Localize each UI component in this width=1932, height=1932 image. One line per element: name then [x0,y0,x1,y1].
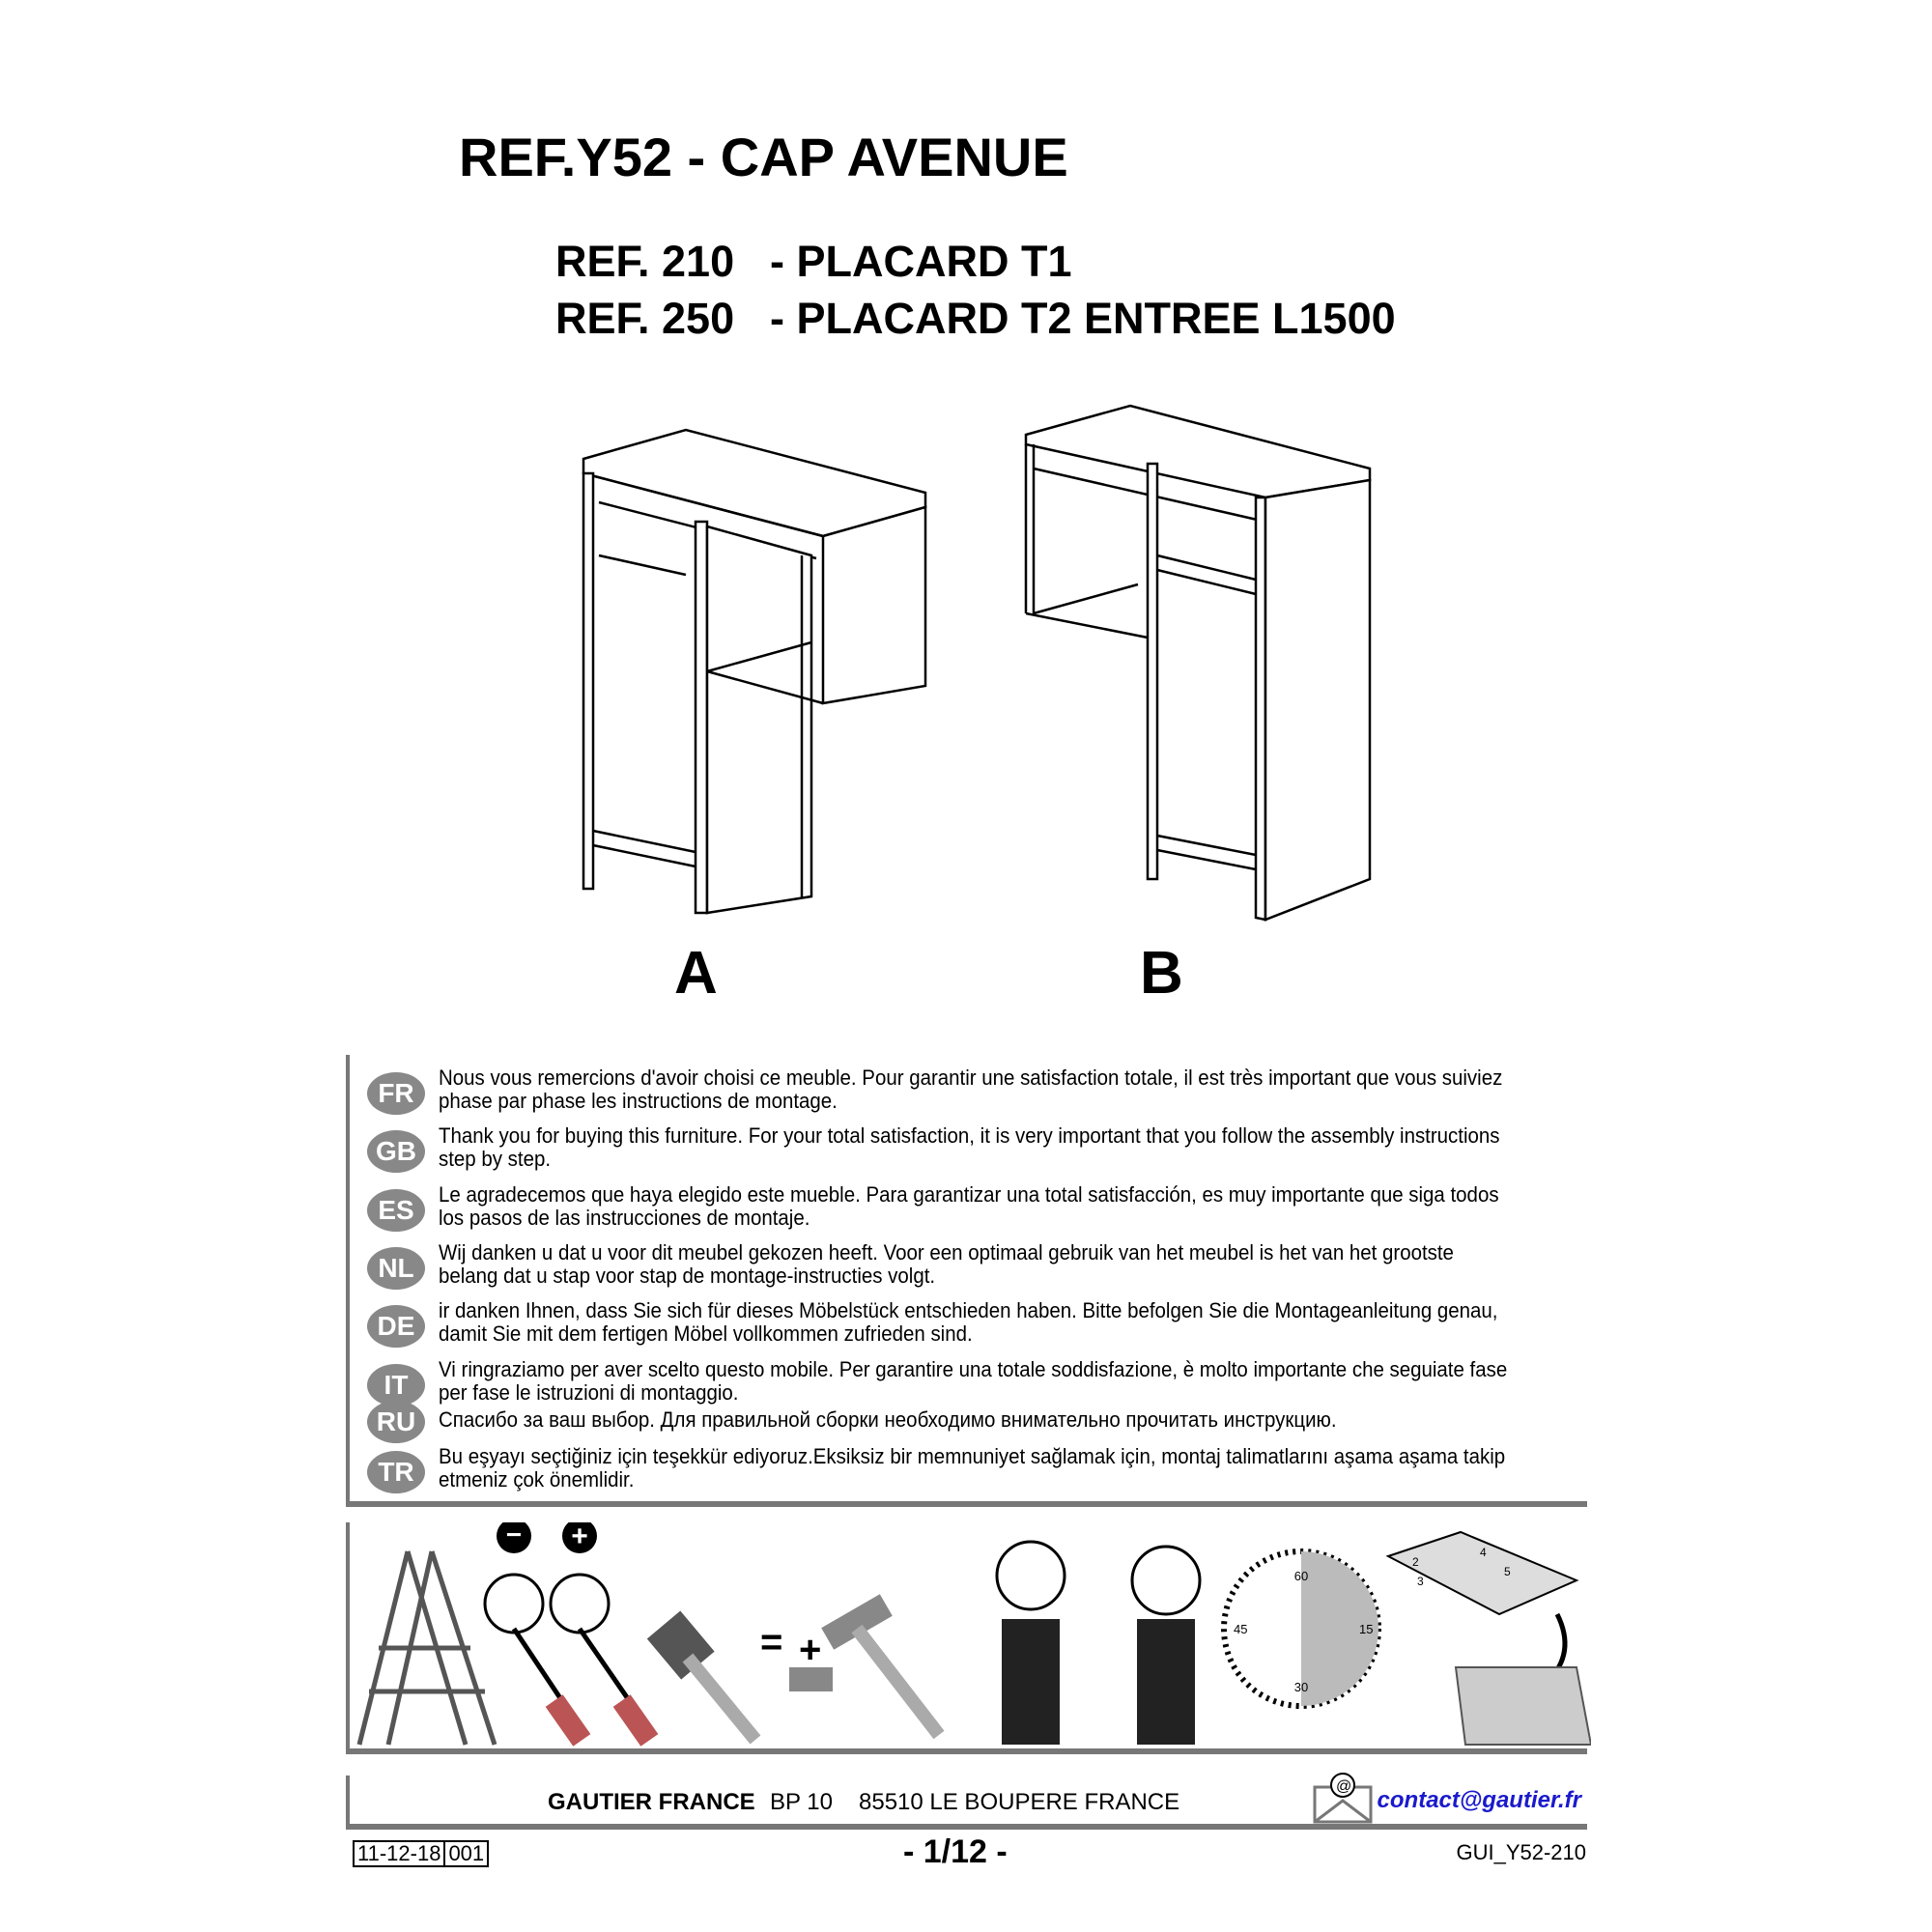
language-badge: ES [367,1189,425,1232]
svg-text:4: 4 [1480,1546,1487,1559]
svg-text:15: 15 [1359,1622,1373,1636]
screwdriver-phillips-icon: + [549,1522,659,1747]
svg-text:+: + [799,1629,821,1671]
hammer-icon: + [789,1594,945,1740]
language-badge: TR [367,1451,425,1493]
date: 11-12-18 [357,1841,441,1865]
clock-icon: 60 15 30 45 [1221,1548,1381,1709]
product-ref: REF. 210 [555,237,735,286]
svg-text:5: 5 [1504,1565,1511,1578]
language-badge: FR [367,1072,425,1115]
svg-text:3: 3 [1417,1575,1424,1588]
contact-email-link[interactable]: contact@gautier.fr [1377,1787,1581,1813]
svg-text:60: 60 [1294,1569,1308,1583]
minus-sign: − [506,1522,522,1549]
email-envelope-icon: @ [1313,1773,1373,1824]
language-badge: IT [367,1364,425,1406]
revision: 001 [443,1842,487,1865]
folder-icon [1454,1666,1591,1746]
language-text: Спасибо за ваш выбор. Для правильной сбо… [439,1407,1337,1432]
page-number: - 1/12 - [903,1833,1008,1870]
language-text: Wij danken u dat u voor dit meubel gekoz… [439,1240,1454,1288]
svg-text:45: 45 [1234,1622,1247,1636]
product-line-1: REF. 210 - PLACARD T1 [555,237,1072,287]
svg-text:30: 30 [1294,1680,1308,1694]
product-ref: REF. 250 [555,294,735,343]
instruction-book-icon: 2 3 4 5 [1385,1530,1579,1684]
language-text: ir danken Ihnen, dass Sie sich für diese… [439,1298,1498,1346]
language-badge: GB [367,1130,425,1173]
language-badge: NL [367,1247,425,1290]
language-text: Vi ringraziamo per aver scelto questo mo… [439,1357,1508,1405]
language-badge: RU [367,1401,425,1443]
language-badge: DE [367,1305,425,1348]
document-code: GUI_Y52-210 [1456,1840,1586,1864]
screwdriver-flat-icon: − [483,1522,591,1747]
plus-sign: + [571,1522,588,1552]
document-title: REF.Y52 - CAP AVENUE [459,127,1068,187]
language-text: Nous vous remercions d'avoir choisi ce m… [439,1065,1503,1113]
postal-box: BP 10 [770,1789,833,1815]
language-notices: FR Nous vous remercions d'avoir choisi ce… [346,1055,1587,1507]
footer-contact: GAUTIER FRANCE BP 10 85510 LE BOUPERE FR… [346,1773,1587,1830]
language-text: Bu eşyayı seçtiğiniz için teşekkür ediyo… [439,1444,1506,1492]
svg-text:@: @ [1336,1778,1351,1795]
ladder-icon [356,1550,497,1746]
mallet-icon [646,1610,761,1745]
product-name: - PLACARD T1 [770,237,1072,286]
variant-label-b: B [1140,940,1183,1007]
variant-label-a: A [674,940,718,1007]
furniture-drawing-b [1024,404,1372,922]
language-text: Le agradecemos que haya elegido este mue… [439,1182,1499,1230]
company-name: GAUTIER FRANCE [548,1789,755,1815]
address: 85510 LE BOUPERE FRANCE [859,1789,1180,1815]
svg-text:2: 2 [1412,1555,1419,1569]
language-text: Thank you for buying this furniture. For… [439,1123,1500,1171]
two-people-icon [995,1540,1202,1745]
furniture-drawing-a [582,428,927,915]
equals-sign: = [760,1621,782,1663]
product-line-2: REF. 250 - PLACARD T2 ENTREE L1500 [555,294,1396,344]
product-name: - PLACARD T2 ENTREE L1500 [770,294,1396,343]
